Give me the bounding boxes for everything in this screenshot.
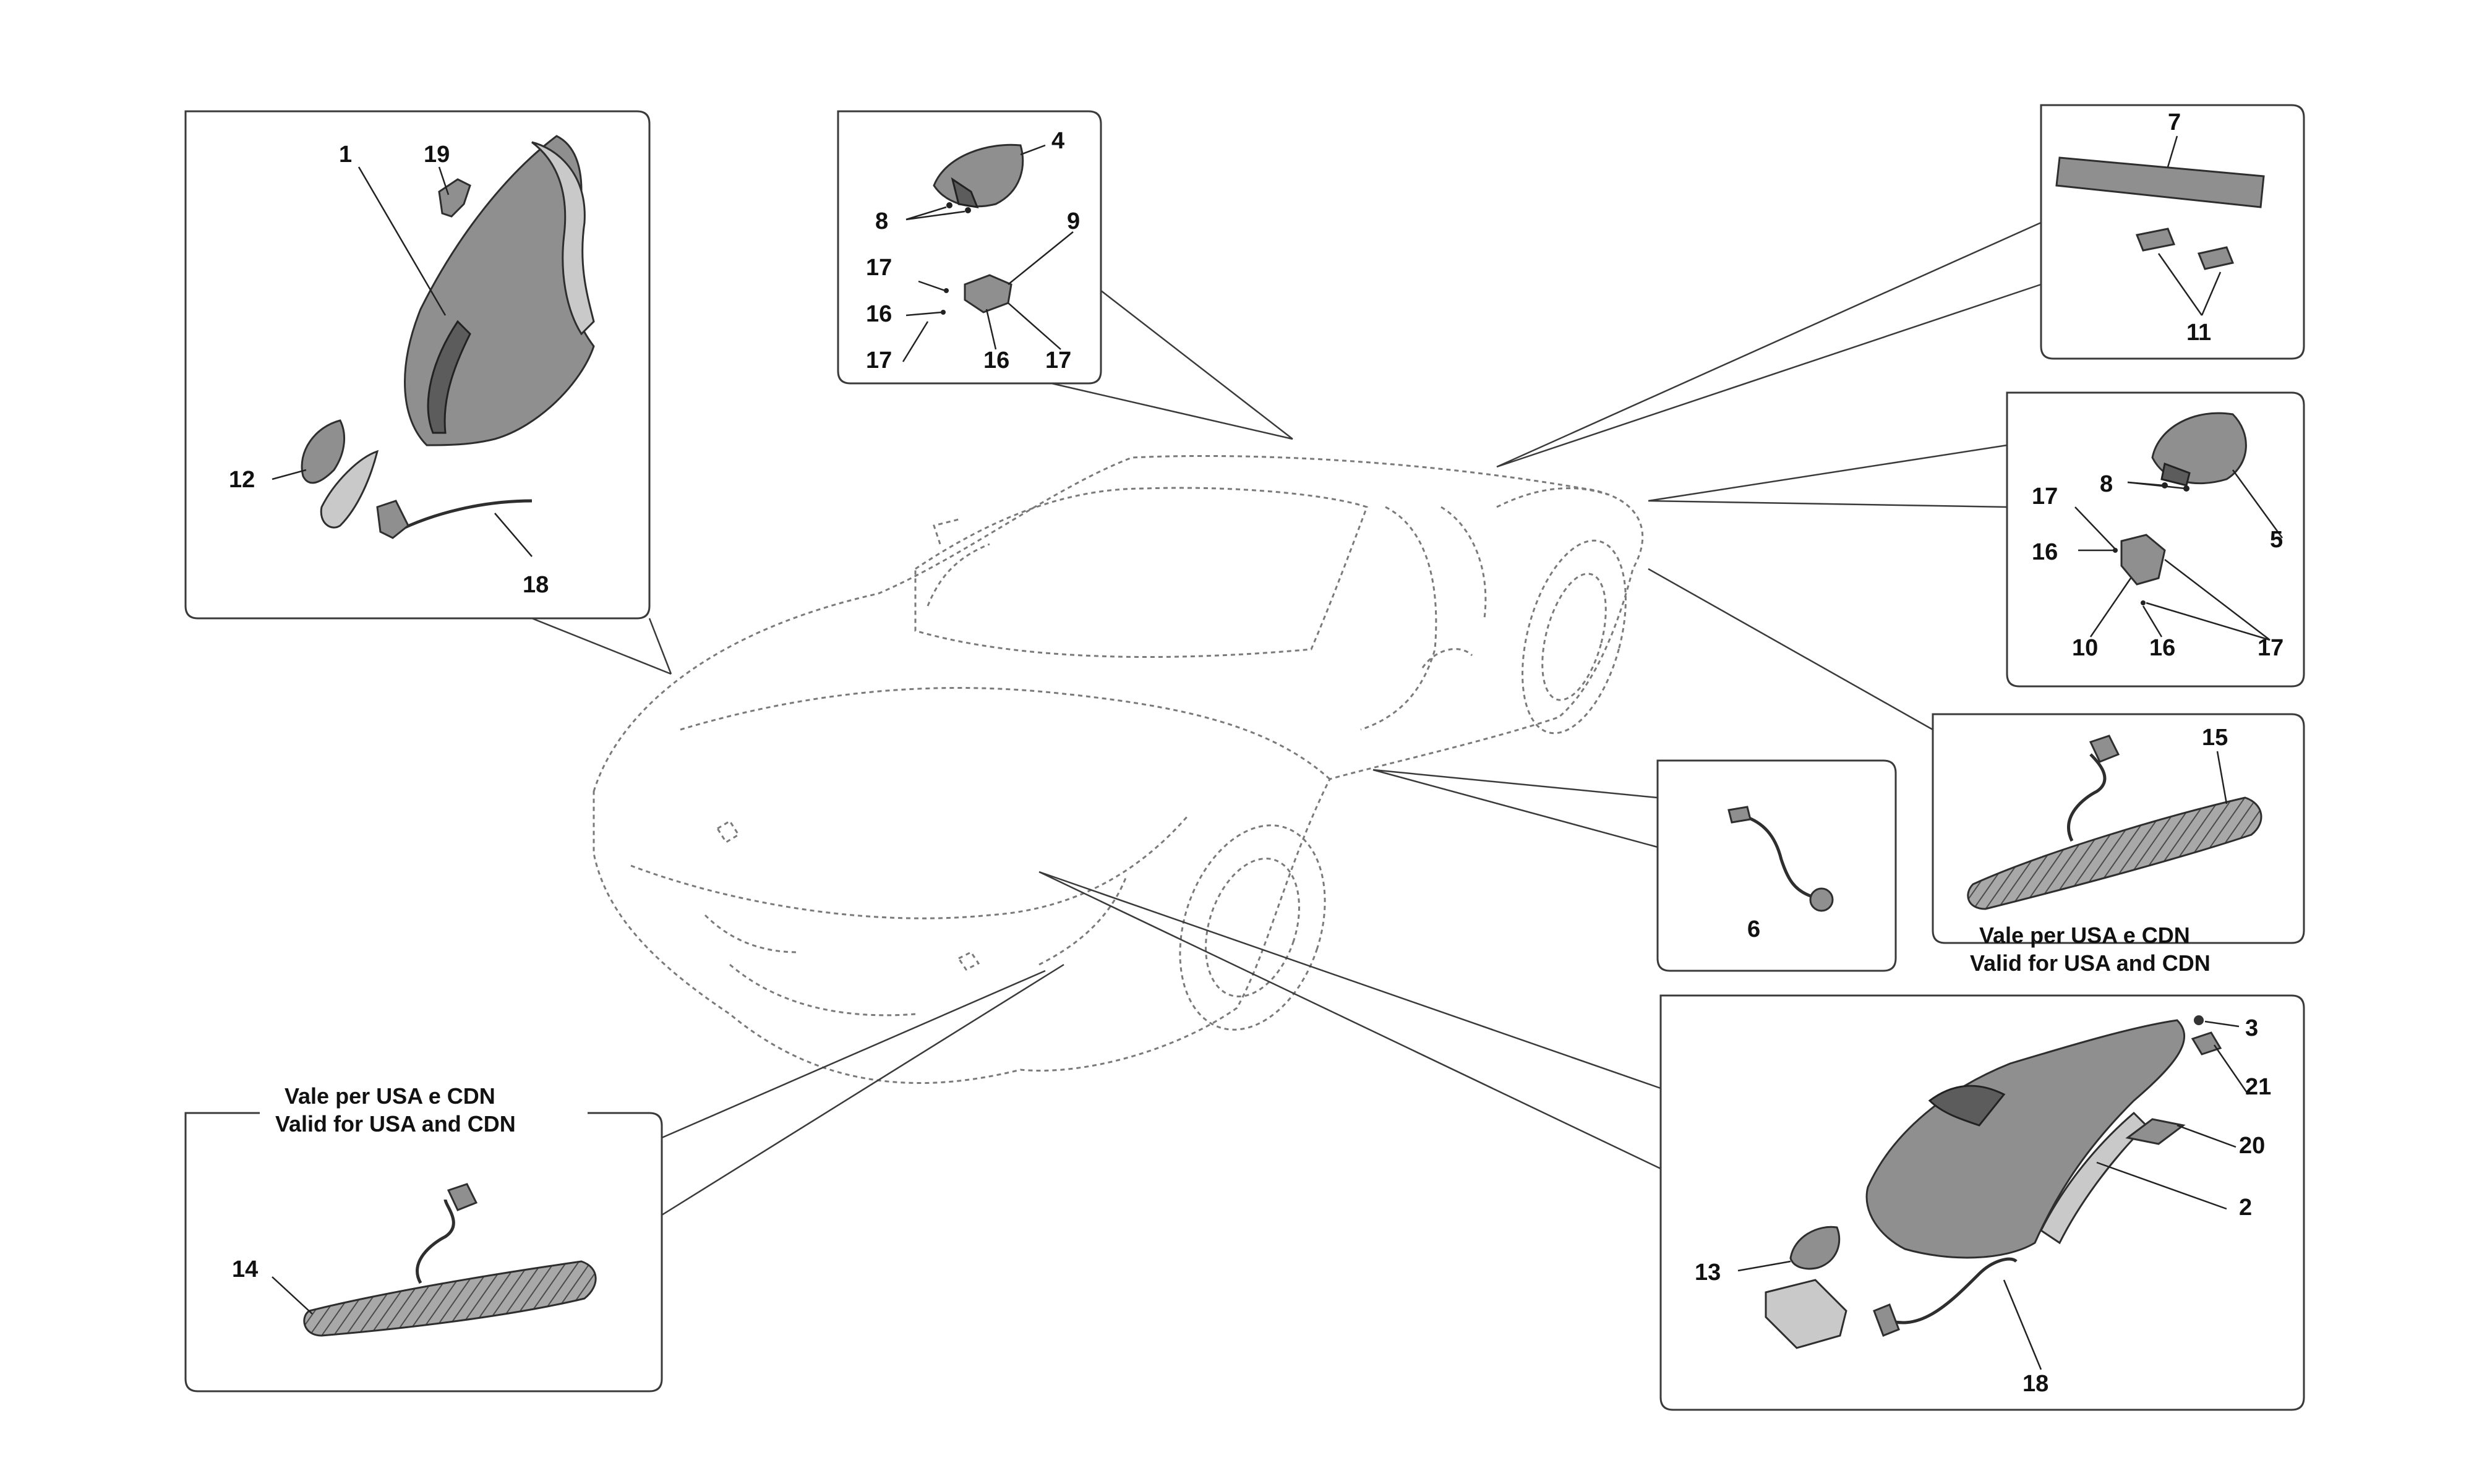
bracket-part-11 <box>2135 228 2235 270</box>
mirror-cover-part-5 <box>2151 412 2247 487</box>
bracket-part-20 <box>2125 1118 2186 1145</box>
note-usa-en-left: Valid for USA and CDN <box>275 1111 516 1136</box>
callout-17-c: 17 <box>1045 348 1071 373</box>
harness-part-6 <box>1727 806 1834 912</box>
lens-part-13 <box>1765 1226 1847 1349</box>
note-usa-it-left: Vale per USA e CDN <box>285 1083 495 1109</box>
callout-11: 11 <box>2186 320 2211 346</box>
callout-15: 15 <box>2202 725 2228 751</box>
callout-9: 9 <box>1067 208 1080 234</box>
callout-13: 13 <box>1695 1260 1721 1286</box>
harness-6-group: 6 <box>1372 759 1897 972</box>
callout-18-left: 18 <box>523 572 549 598</box>
side-marker-rear-group: 15 Vale per USA e CDN Valid for USA and … <box>1648 568 2305 976</box>
car-outline <box>593 454 1644 1084</box>
callout-19: 19 <box>424 142 450 168</box>
callout-16-a: 16 <box>866 301 892 327</box>
callout-5: 5 <box>2270 527 2283 553</box>
callout-7: 7 <box>2168 109 2181 135</box>
side-marker-front-group: 14 Vale per USA e CDN Valid for USA and … <box>184 963 1064 1392</box>
callout-17-b: 17 <box>866 348 892 373</box>
harness-part-18-left <box>376 499 533 539</box>
harness-part-18-right <box>1873 1257 2018 1337</box>
mirror-cover-part-4 <box>933 143 1024 208</box>
side-marker-part-15 <box>1967 735 2262 910</box>
callout-17-a: 17 <box>866 255 892 281</box>
callout-17-e: 17 <box>2258 635 2284 661</box>
brake-light-part-7 <box>2055 156 2265 208</box>
callout-16-d: 16 <box>2149 635 2175 661</box>
callout-16-c: 16 <box>2032 539 2058 565</box>
mirror-light-left-group: 4 8 9 17 16 17 16 17 <box>837 110 1293 440</box>
mirror-light-right-group: 8 5 17 16 10 16 17 <box>1648 391 2305 688</box>
callout-8-right: 8 <box>2100 471 2113 497</box>
lens-part-12 <box>301 419 379 529</box>
callout-21: 21 <box>2245 1074 2271 1100</box>
callout-1: 1 <box>339 142 352 168</box>
callout-20: 20 <box>2239 1133 2265 1159</box>
callout-2: 2 <box>2239 1195 2252 1221</box>
callout-18-right: 18 <box>2022 1371 2048 1397</box>
lamp-part-10 <box>2120 534 2166 586</box>
callout-8-top: 8 <box>875 208 888 234</box>
callout-3: 3 <box>2245 1015 2258 1041</box>
callout-17-d: 17 <box>2032 484 2058 510</box>
headlight-left-group: 1 19 12 18 <box>184 110 672 675</box>
headlight-assembly <box>404 135 595 446</box>
note-usa-it-right: Vale per USA e CDN <box>1979 923 2190 948</box>
headlight-right-group: 3 21 20 2 13 18 <box>1038 871 2305 1411</box>
third-brake-light-group: 7 11 <box>1496 104 2305 468</box>
side-marker-part-14 <box>303 1183 597 1337</box>
bracket-part-21 <box>2191 1031 2222 1055</box>
screw-part-3 <box>2194 1015 2204 1025</box>
callout-6: 6 <box>1747 916 1760 942</box>
callout-12: 12 <box>229 467 255 493</box>
note-usa-en-right: Valid for USA and CDN <box>1970 950 2211 976</box>
callout-16-b: 16 <box>983 348 1009 373</box>
callout-10: 10 <box>2072 635 2098 661</box>
callout-14: 14 <box>232 1256 258 1282</box>
callout-4: 4 <box>1051 128 1064 154</box>
